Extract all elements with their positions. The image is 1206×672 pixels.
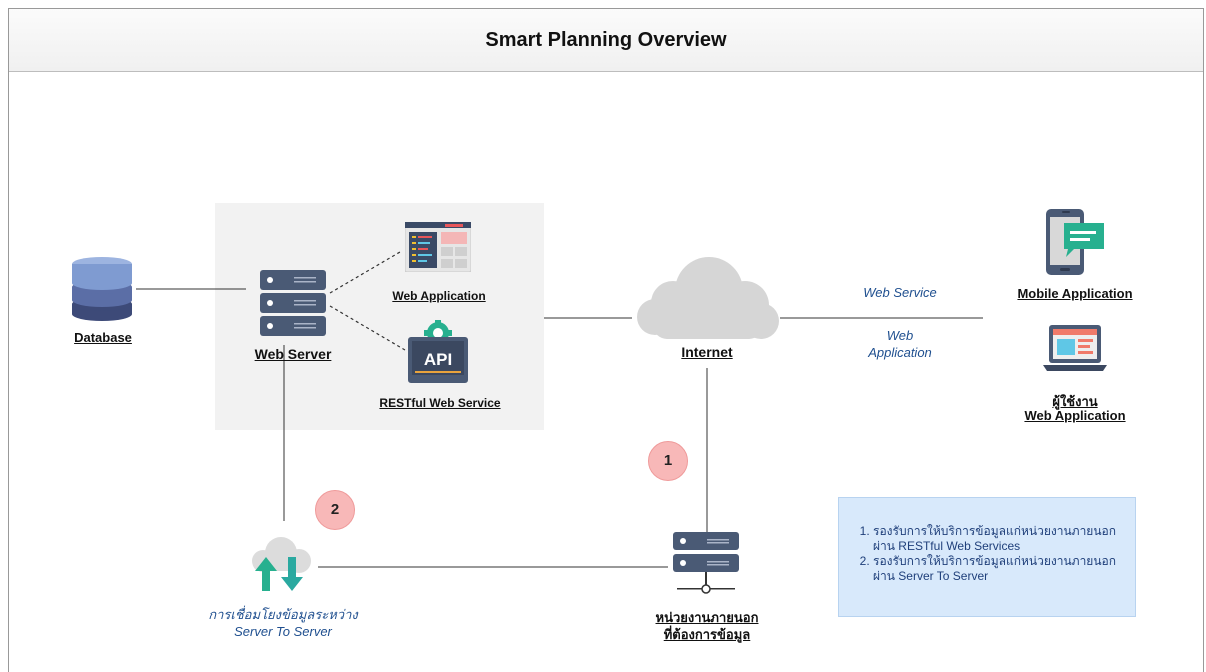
badge-step-1: 1 — [648, 441, 688, 481]
sync-cloud-icon — [252, 537, 311, 591]
edge-label-web-app-line2: Application — [868, 345, 932, 360]
mobile-application-label: Mobile Application — [1017, 286, 1133, 301]
edge-label-web-service: Web Service — [863, 285, 937, 300]
s2s-label-line2: Server To Server — [234, 624, 332, 639]
api-icon-text: API — [424, 350, 452, 369]
web-application-label: Web Application — [392, 289, 486, 303]
web-server-label: Web Server — [254, 346, 332, 362]
server-to-restful-line — [329, 305, 406, 351]
badge-step-2: 2 — [315, 490, 355, 530]
laptop-icon — [1043, 325, 1107, 371]
user-web-label-line2: Web Application — [1024, 408, 1126, 423]
note-item-1: รองรับการให้บริการข้อมูลแก่หน่วยงานภายนอ… — [873, 524, 1135, 554]
internet-label: Internet — [681, 344, 733, 360]
server-to-webapp-line — [329, 251, 401, 294]
s2s-label-line1: การเชื่อมโยงข้อมูลระหว่าง — [208, 607, 358, 622]
page-title: Smart Planning Overview — [485, 29, 727, 51]
external-label-line2: ที่ต้องการข้อมูล — [663, 627, 751, 642]
edge-label-web-app-line1: Web — [886, 328, 914, 343]
internet-cloud-icon — [637, 257, 779, 339]
notes-box: รองรับการให้บริการข้อมูลแก่หน่วยงานภายนอ… — [838, 497, 1136, 617]
external-label-line1: หน่วยงานภายนอก — [655, 610, 759, 625]
note-item-2: รองรับการให้บริการข้อมูลแก่หน่วยงานภายนอ… — [873, 554, 1135, 584]
database-label: Database — [74, 330, 132, 345]
user-web-label-line1: ผู้ใช้งาน — [1052, 394, 1098, 409]
external-server-icon — [673, 532, 739, 594]
web-server-icon — [260, 270, 326, 336]
web-application-icon — [405, 222, 471, 272]
api-icon: API — [408, 320, 468, 383]
mobile-phone-icon — [1046, 209, 1104, 275]
notes-list: รองรับการให้บริการข้อมูลแก่หน่วยงานภายนอ… — [839, 524, 1135, 584]
restful-label: RESTful Web Service — [379, 396, 501, 410]
database-icon — [72, 257, 132, 321]
title-bar: Smart Planning Overview — [9, 9, 1203, 72]
